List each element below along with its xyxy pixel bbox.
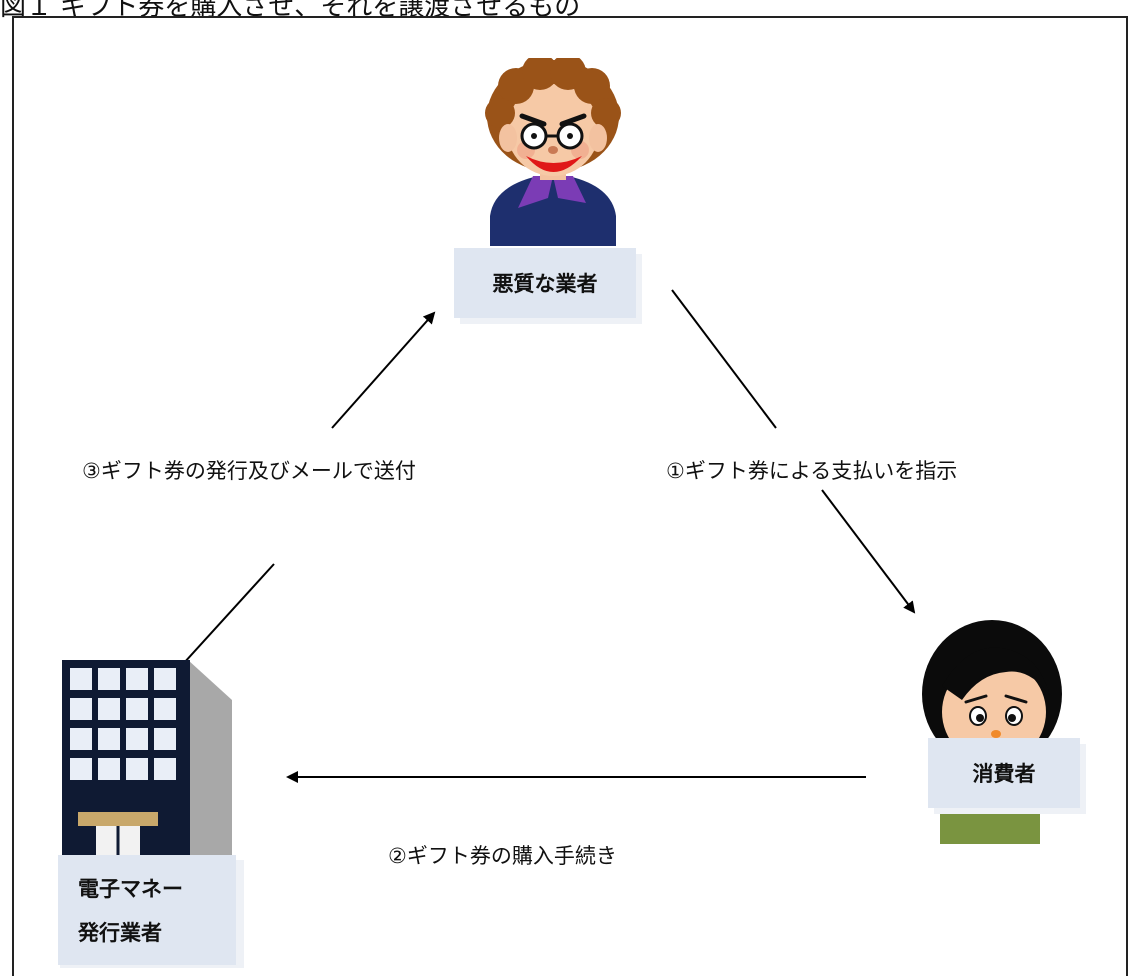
arrow-step1-lower — [821, 489, 916, 614]
consumer-label: 消費者 — [928, 738, 1080, 808]
office-building-icon — [62, 660, 232, 860]
issuer-label: 電子マネー 発行業者 — [58, 855, 236, 965]
consumer-name: 消費者 — [972, 762, 1036, 786]
issuer-name-line2: 発行業者 — [78, 921, 162, 945]
arrow-step3-upper — [331, 311, 436, 429]
diagram-frame — [12, 16, 1128, 976]
shady-man-with-glasses-icon — [485, 58, 621, 246]
step3-label: ③ギフト券の発行及びメールで送付 — [82, 459, 416, 483]
issuer-name-line1: 電子マネー — [78, 877, 183, 901]
arrow-step1-upper — [671, 289, 777, 429]
step2-label: ②ギフト券の購入手続き — [388, 844, 617, 868]
operator-label: 悪質な業者 — [454, 248, 636, 318]
step1-label: ①ギフト券による支払いを指示 — [666, 459, 958, 483]
operator-name: 悪質な業者 — [492, 272, 598, 296]
